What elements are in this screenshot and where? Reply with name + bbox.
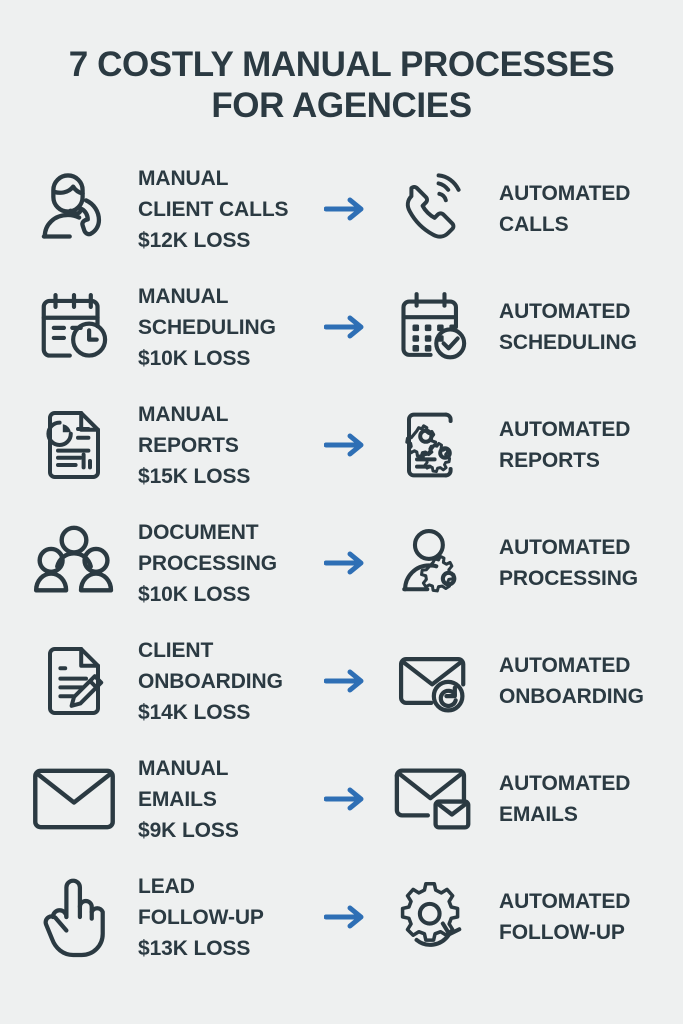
label-line: AUTOMATED xyxy=(499,654,631,677)
process-label-left: MANUAL CLIENT CALLS $12K LOSS xyxy=(130,163,315,256)
document-gears-icon xyxy=(377,405,489,485)
label-line: $12K LOSS xyxy=(138,228,251,252)
label-line: REPORTS xyxy=(499,449,600,472)
ringing-phone-icon xyxy=(377,169,489,249)
process-label-right: AUTOMATED PROCESSING xyxy=(489,532,673,594)
process-label-right: AUTOMATED CALLS xyxy=(489,178,673,240)
arrow-right-icon xyxy=(315,786,377,812)
label-line: $15K LOSS xyxy=(138,464,251,488)
label-line: REPORTS xyxy=(138,433,239,457)
process-rows: MANUAL CLIENT CALLS $12K LOSS xyxy=(0,136,683,976)
label-line: FOLLOW-UP xyxy=(499,921,625,944)
label-line: MANUAL xyxy=(138,284,229,308)
person-phone-icon xyxy=(18,166,130,252)
arrow-right-icon xyxy=(315,196,377,222)
label-line: $10K LOSS xyxy=(138,582,251,606)
process-label-left: CLIENT ONBOARDING $14K LOSS xyxy=(130,635,315,728)
label-line: EMAILS xyxy=(499,803,578,826)
document-pencil-icon xyxy=(18,641,130,721)
arrow-right-icon xyxy=(315,668,377,694)
label-line: SCHEDULING xyxy=(499,331,637,354)
pointing-hand-icon xyxy=(18,874,130,960)
process-label-right: AUTOMATED REPORTS xyxy=(489,414,673,476)
calendar-clock-icon xyxy=(18,285,130,369)
label-line: CALLS xyxy=(499,213,569,236)
process-row: MANUAL REPORTS $15K LOSS xyxy=(0,386,683,504)
label-line: AUTOMATED xyxy=(499,772,631,795)
label-line: AUTOMATED xyxy=(499,182,631,205)
process-label-right: AUTOMATED SCHEDULING xyxy=(489,296,673,358)
label-line: AUTOMATED xyxy=(499,890,631,913)
label-line: SCHEDULING xyxy=(138,315,276,339)
label-line: MANUAL xyxy=(138,402,229,426)
label-line: FOLLOW-UP xyxy=(138,905,264,929)
label-line: $9K LOSS xyxy=(138,818,239,842)
process-label-left: DOCUMENT PROCESSING $10K LOSS xyxy=(130,517,315,610)
double-envelope-icon xyxy=(377,761,489,837)
label-line: $13K LOSS xyxy=(138,936,251,960)
people-group-icon xyxy=(18,519,130,607)
process-label-left: MANUAL REPORTS $15K LOSS xyxy=(130,399,315,492)
envelope-icon xyxy=(18,763,130,835)
label-line: AUTOMATED xyxy=(499,418,631,441)
process-row: MANUAL CLIENT CALLS $12K LOSS xyxy=(0,150,683,268)
label-line: PROCESSING xyxy=(499,567,639,590)
label-line: PROCESSING xyxy=(138,551,278,575)
label-line: LEAD xyxy=(138,874,195,898)
envelope-refresh-icon xyxy=(377,639,489,723)
process-label-left: MANUAL SCHEDULING $10K LOSS xyxy=(130,281,315,374)
person-gear-icon xyxy=(377,522,489,604)
arrow-right-icon xyxy=(315,432,377,458)
label-line: AUTOMATED xyxy=(499,300,631,323)
label-line: MANUAL xyxy=(138,756,229,780)
process-row: MANUAL SCHEDULING $10K LOSS xyxy=(0,268,683,386)
label-line: DOCUMENT xyxy=(138,520,259,544)
label-line: ONBOARDING xyxy=(138,669,283,693)
process-label-left: LEAD FOLLOW-UP $13K LOSS xyxy=(130,871,315,964)
process-row: DOCUMENT PROCESSING $10K LOSS xyxy=(0,504,683,622)
process-label-right: AUTOMATED ONBOARDING xyxy=(489,650,673,712)
label-line: CLIENT xyxy=(138,638,214,662)
page-title: 7 COSTLY MANUAL PROCESSES FOR AGENCIES xyxy=(0,0,683,136)
report-document-icon xyxy=(18,405,130,485)
label-line: CLIENT CALLS xyxy=(138,197,289,221)
process-row: CLIENT ONBOARDING $14K LOSS xyxy=(0,622,683,740)
arrow-right-icon xyxy=(315,314,377,340)
label-line: MANUAL xyxy=(138,166,229,190)
arrow-right-icon xyxy=(315,550,377,576)
title-line-1: 7 COSTLY MANUAL PROCESSES xyxy=(68,45,615,84)
label-line: ONBOARDING xyxy=(499,685,644,708)
label-line: AUTOMATED xyxy=(499,536,631,559)
label-line: $10K LOSS xyxy=(138,346,251,370)
process-row: MANUAL EMAILS $9K LOSS xyxy=(0,740,683,858)
process-label-left: MANUAL EMAILS $9K LOSS xyxy=(130,753,315,846)
process-label-right: AUTOMATED FOLLOW-UP xyxy=(489,886,673,948)
title-line-2: FOR AGENCIES xyxy=(211,86,472,125)
arrow-right-icon xyxy=(315,904,377,930)
gear-arrow-icon xyxy=(377,876,489,958)
calendar-check-icon xyxy=(377,286,489,368)
process-label-right: AUTOMATED EMAILS xyxy=(489,768,673,830)
process-row: LEAD FOLLOW-UP $13K LOSS xyxy=(0,858,683,976)
label-line: $14K LOSS xyxy=(138,700,251,724)
label-line: EMAILS xyxy=(138,787,217,811)
